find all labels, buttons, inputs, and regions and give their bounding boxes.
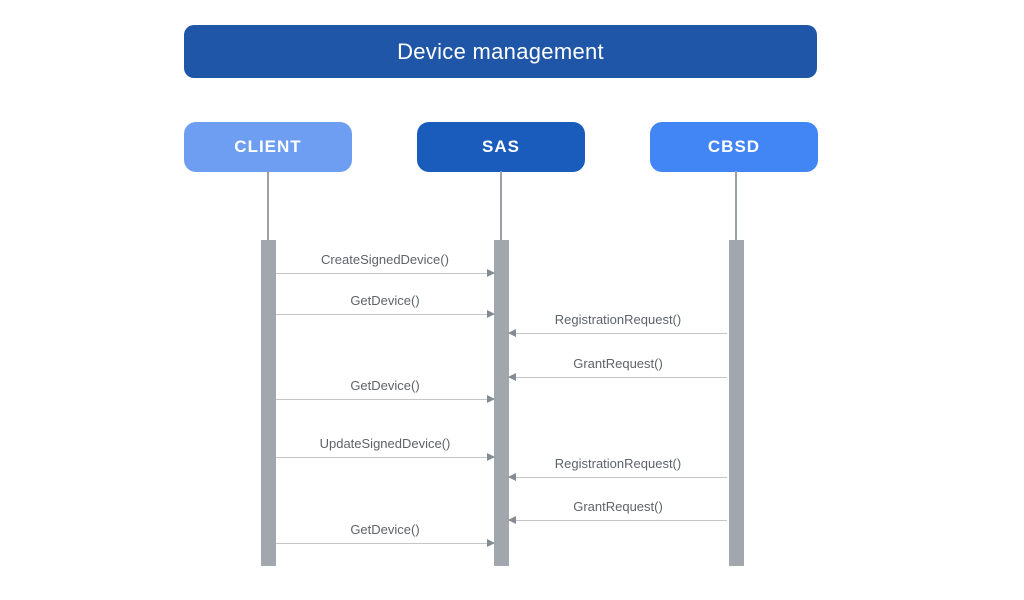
arrowhead-left-icon: [508, 473, 516, 482]
message-get-device-1: GetDevice(): [276, 291, 495, 319]
activation-bar-sas: [494, 240, 509, 566]
message-label: RegistrationRequest(): [554, 312, 682, 327]
message-create-signed-device: CreateSignedDevice(): [276, 250, 495, 278]
arrow-line: [508, 329, 727, 338]
message-update-signed-device: UpdateSignedDevice(): [276, 434, 495, 462]
arrow-line: [276, 539, 495, 548]
diagram-title: Device management: [397, 38, 604, 64]
actor-cbsd-label: CBSD: [707, 137, 761, 156]
arrowhead-left-icon: [508, 329, 516, 338]
message-grant-request-1: GrantRequest(): [508, 354, 727, 382]
actor-sas-label: SAS: [482, 137, 520, 156]
message-label: GrantRequest(): [573, 356, 663, 371]
diagram-title-bar: Device management: [184, 25, 817, 78]
arrow-line: [508, 473, 727, 482]
message-get-device-2: GetDevice(): [276, 376, 495, 404]
message-label: GetDevice(): [350, 378, 420, 393]
actor-cbsd: CBSD: [650, 122, 818, 172]
message-label: CreateSignedDevice(): [321, 252, 449, 267]
lifeline-client: [267, 171, 269, 240]
arrow-line: [276, 395, 495, 404]
arrowhead-right-icon: [487, 453, 495, 462]
message-label: GetDevice(): [350, 522, 420, 537]
message-registration-request-2: RegistrationRequest(): [508, 454, 727, 482]
arrowhead-left-icon: [508, 373, 516, 382]
arrowhead-right-icon: [487, 269, 495, 278]
message-label: GetDevice(): [350, 293, 420, 308]
arrowhead-right-icon: [487, 395, 495, 404]
lifeline-sas: [500, 171, 502, 240]
arrow-line: [276, 453, 495, 462]
actor-client-label: CLIENT: [234, 137, 302, 156]
arrow-line: [276, 310, 495, 319]
message-grant-request-2: GrantRequest(): [508, 497, 727, 525]
message-registration-request-1: RegistrationRequest(): [508, 310, 727, 338]
arrowhead-right-icon: [487, 539, 495, 548]
message-label: GrantRequest(): [573, 499, 663, 514]
actor-sas: SAS: [417, 122, 585, 172]
arrowhead-left-icon: [508, 516, 516, 525]
arrow-line: [508, 373, 727, 382]
lifeline-cbsd: [735, 171, 737, 240]
arrow-line: [276, 269, 495, 278]
arrow-line: [508, 516, 727, 525]
activation-bar-cbsd: [729, 240, 744, 566]
actor-client: CLIENT: [184, 122, 352, 172]
message-get-device-3: GetDevice(): [276, 520, 495, 548]
arrowhead-right-icon: [487, 310, 495, 319]
activation-bar-client: [261, 240, 276, 566]
message-label: UpdateSignedDevice(): [319, 436, 451, 451]
message-label: RegistrationRequest(): [554, 456, 682, 471]
